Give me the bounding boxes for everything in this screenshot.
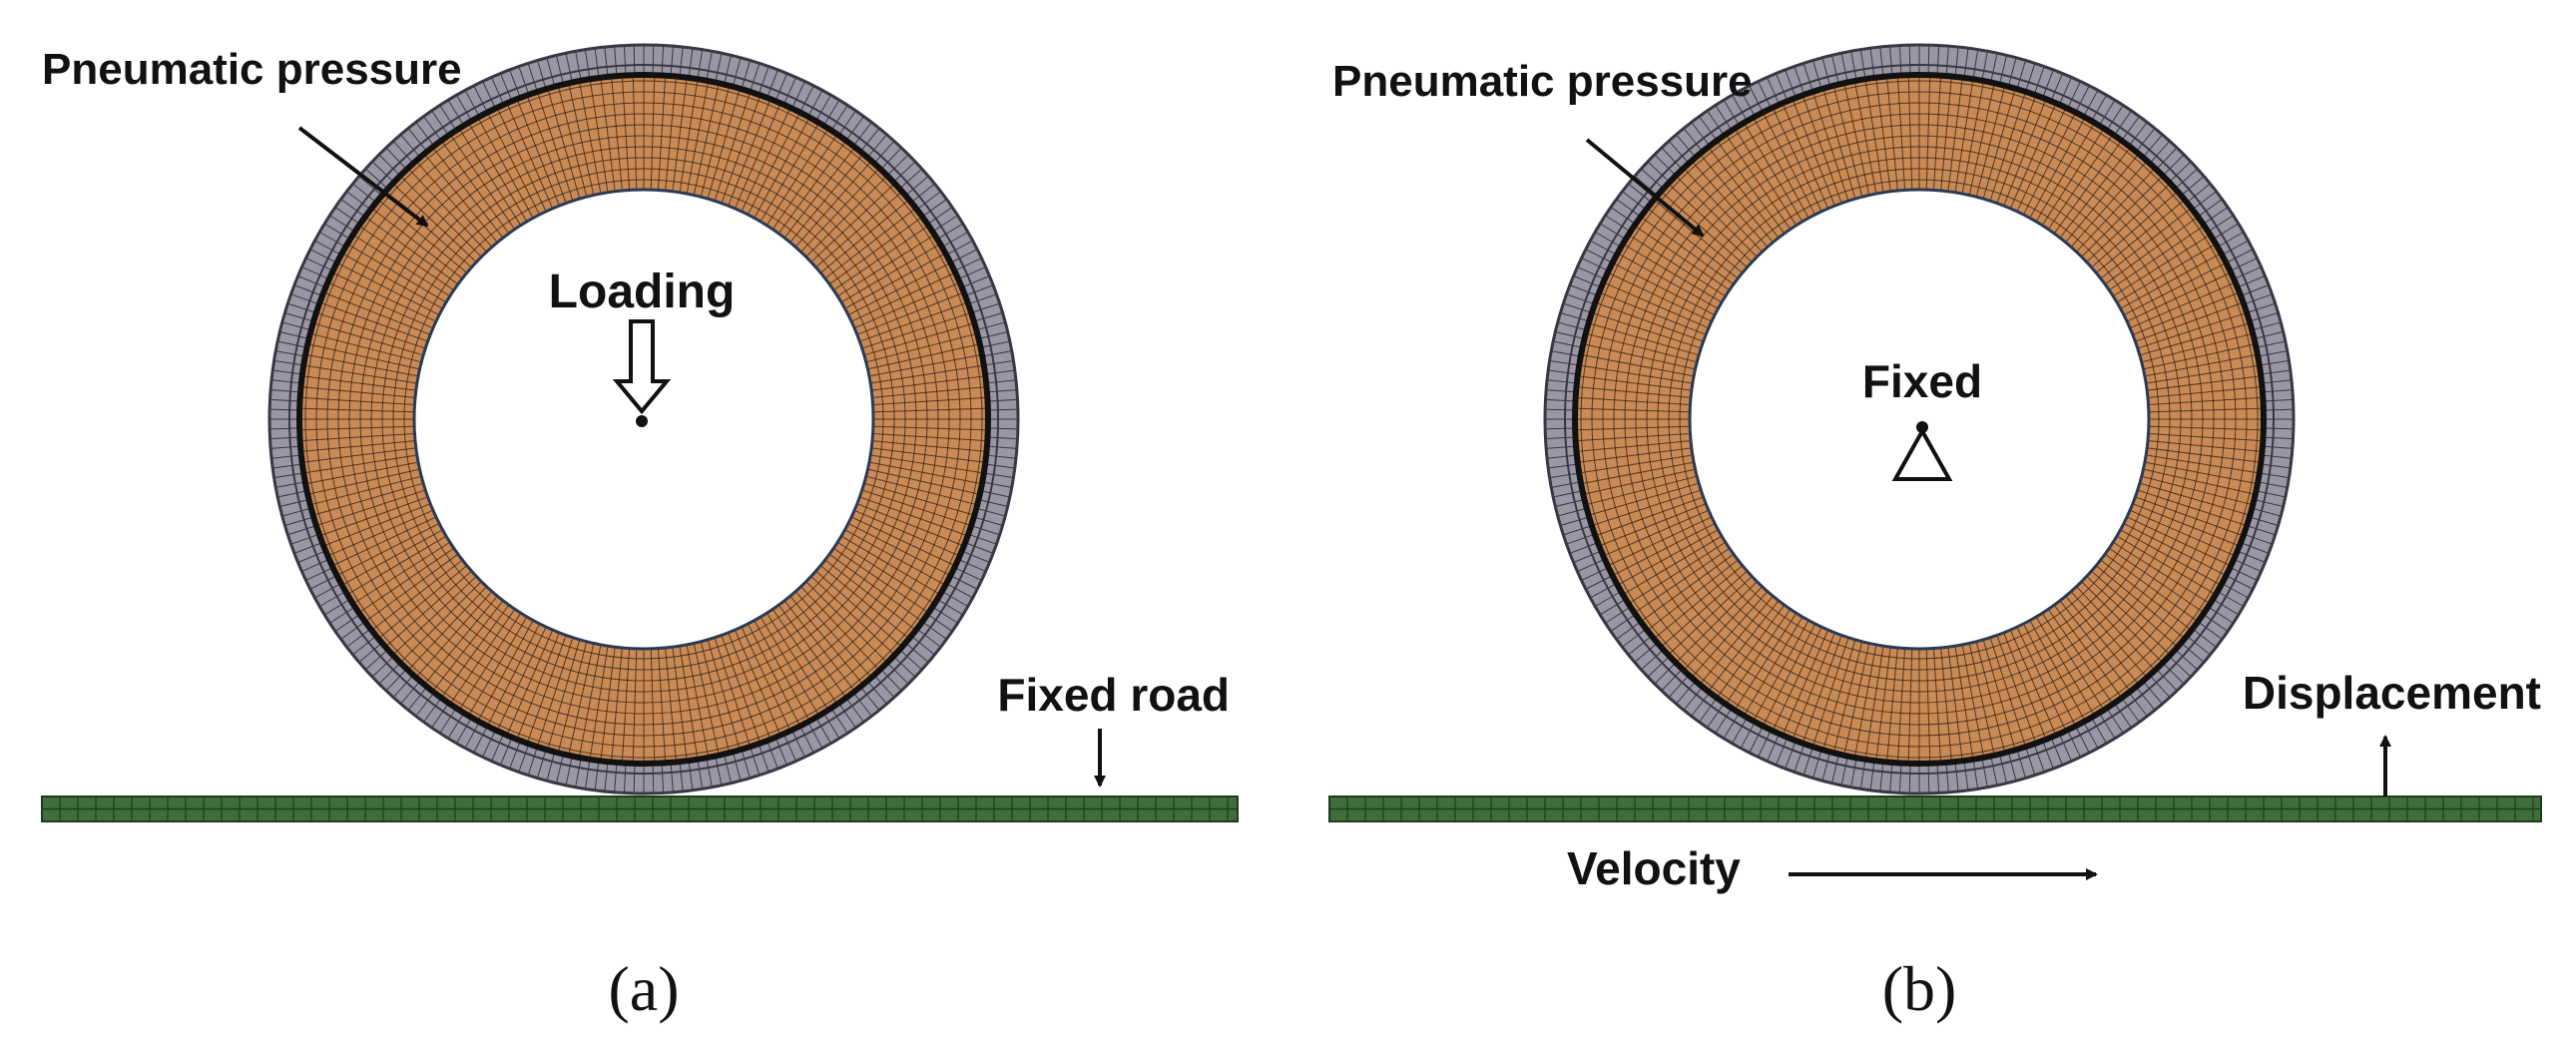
road-mesh-a [41,795,1239,822]
panel-a: Pneumatic pressure Loading Fixed road (a… [41,43,1239,1024]
loading-label: Loading [549,265,736,318]
caption-a: (a) [608,953,679,1024]
fixed-label: Fixed [1862,355,1982,407]
velocity-label: Velocity [1567,842,1741,894]
road-label-b: Displacement [2243,667,2541,719]
fixed-support-icon [1891,426,1953,481]
caption-b: (b) [1882,953,1957,1024]
loading-point-icon [636,415,648,427]
tire-b [1543,43,2296,795]
pressure-label-a: Pneumatic pressure [42,45,462,94]
loading-arrow-icon [612,319,672,415]
road-label-a: Fixed road [997,669,1230,721]
pressure-arrow-b [1585,138,1705,238]
pressure-arrow-a [297,126,429,228]
panel-b: Pneumatic pressure Fixed Displacement Ve… [1328,43,2542,1024]
road-mesh-b [1328,795,2542,822]
pressure-label-b: Pneumatic pressure [1332,57,1753,106]
